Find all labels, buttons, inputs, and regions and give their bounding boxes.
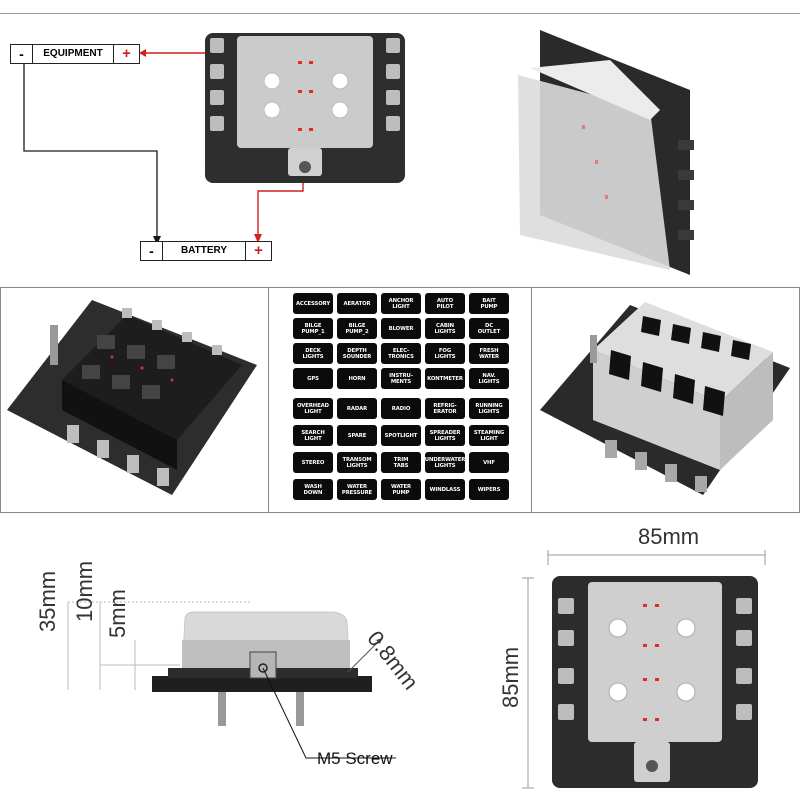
label-sticker: DECK LIGHTS [293,343,333,364]
label-sticker: OVERHEAD LIGHT [293,398,333,419]
label-sticker: WATER PRESSURE [337,479,377,500]
battery-label: BATTERY [180,245,228,256]
label-sticker: HORN [337,368,377,389]
label-sticker: FRESH WATER [469,343,509,364]
label-sticker: INSTRU- MENTS [381,368,421,389]
battery-plus: + [245,242,271,260]
covered-block-photo [500,20,710,285]
label-sticker: RADAR [337,398,377,419]
labeled-cover-illustration [540,302,790,495]
label-sticker: DC OUTLET [469,318,509,339]
dim-5mm: 5mm [105,589,130,638]
label-sticker: WASH DOWN [293,479,333,500]
dim-35mm: 35mm [35,570,60,632]
covered-block-illustration [518,30,694,275]
label-sticker: WINDLASS [425,479,465,500]
label-sticker: REFRIG- ERATOR [425,398,465,419]
middle-row-top-line [0,287,800,288]
middle-row-bottom-line [0,512,800,513]
open-block-photo [2,290,266,510]
label-sticker: KONTMETER [425,368,465,389]
top-dimension-illustration [522,550,766,789]
label-sticker: ELEC- TRONICS [381,343,421,364]
label-sticker: STEREO [293,452,333,473]
label-sticker: RUNNING LIGHTS [469,398,509,419]
dim-10mm: 10mm [72,560,97,622]
label-sticker: RADIO [381,398,421,419]
labeled-cover-photo [535,290,797,510]
label-sticker: BILGE PUMP_2 [337,318,377,339]
top-dimension-drawing: 85mm 85mm [498,520,798,798]
open-block-illustration [7,300,257,495]
dim-width: 85mm [638,524,700,549]
label-sticker: WATER PUMP [381,479,421,500]
dim-height: 85mm [498,646,523,708]
battery-terminal: - BATTERY + [140,241,272,261]
label-sticker: BLOWER [381,318,421,339]
label-sticker: TRANSOM LIGHTS [337,452,377,473]
fuse-block-top-view [205,33,405,183]
side-profile-illustration [67,601,396,759]
label-sticker: ACCESSORY [293,293,333,314]
middle-left-border [0,287,1,513]
label-sticker: AUTO PILOT [425,293,465,314]
label-sticker: DEPTH SOUNDER [337,343,377,364]
equipment-terminal: - EQUIPMENT + [10,44,140,64]
battery-minus: - [141,242,163,260]
label-sticker: STEAMING LIGHT [469,425,509,446]
middle-right-divider [531,287,532,513]
label-sticker: SPREADER LIGHTS [425,425,465,446]
label-sticker: SPOTLIGHT [381,425,421,446]
label-stickers-sheet: ACCESSORY AERATOR ANCHOR LIGHT AUTO PILO… [285,289,529,511]
label-sticker: BILGE PUMP_1 [293,318,333,339]
equipment-minus: - [11,45,33,63]
equipment-label: EQUIPMENT [43,48,103,59]
label-sticker: FOG LIGHTS [425,343,465,364]
wiring-diagram-panel: - EQUIPMENT + - BATTERY + [0,14,430,286]
equipment-plus: + [113,45,139,63]
label-sticker: UNDERWATER LIGHTS [425,452,465,473]
screw-label: M5 Screw [317,749,393,768]
label-sticker: NAV. LIGHTS [469,368,509,389]
label-sticker: GPS [293,368,333,389]
label-sticker: CABIN LIGHTS [425,318,465,339]
label-sticker: AERATOR [337,293,377,314]
label-sticker: SPARE [337,425,377,446]
label-sticker: WIPERS [469,479,509,500]
label-sticker: TRIM TABS [381,452,421,473]
top-divider [0,13,800,14]
label-sticker: ANCHOR LIGHT [381,293,421,314]
side-dimension-drawing: 35mm 10mm 5mm 0.8mm M5 Screw [0,540,470,795]
label-sticker: SEARCH LIGHT [293,425,333,446]
label-sticker: VHF [469,452,509,473]
middle-left-divider [268,287,269,513]
label-sticker: BAIT PUMP [469,293,509,314]
